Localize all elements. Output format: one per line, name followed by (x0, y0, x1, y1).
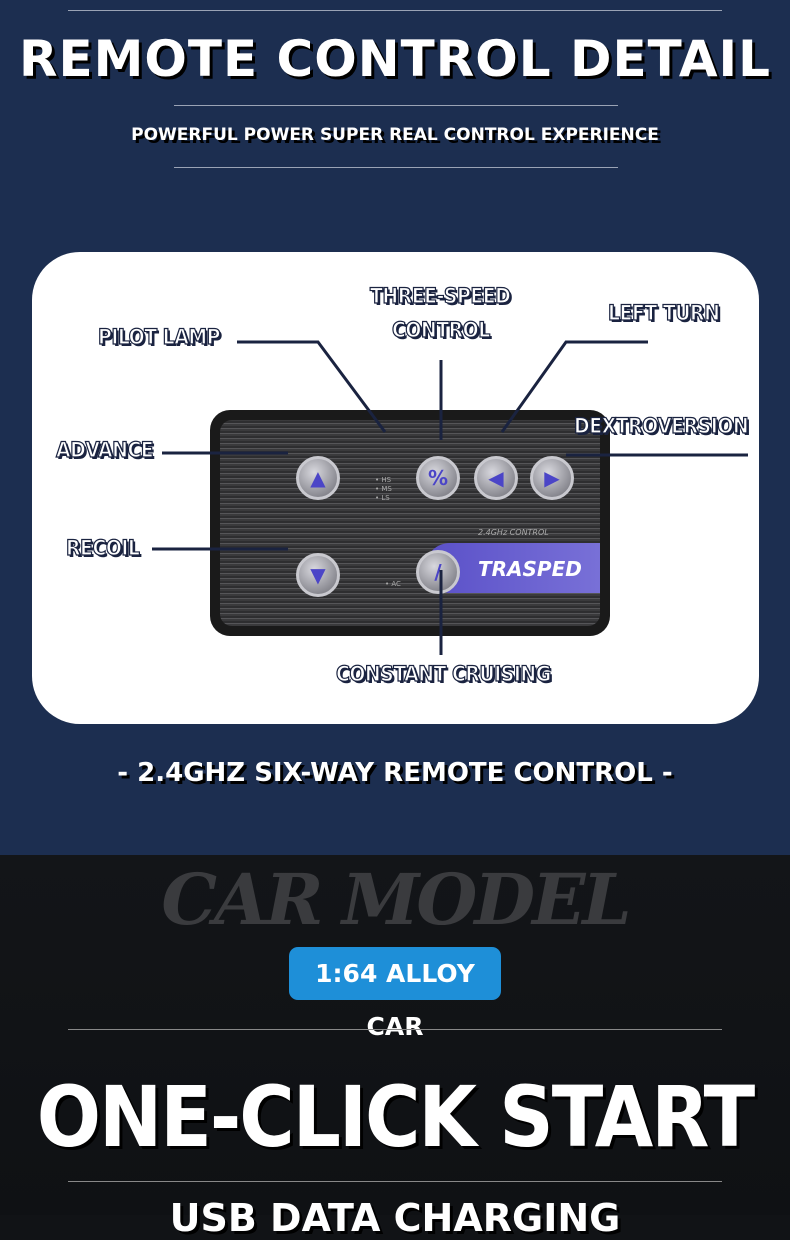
callout-three-speed: THREE-SPEED (369, 283, 511, 308)
speed-ms-indicator: • MS (375, 485, 392, 493)
alloy-car-badge: 1:64 ALLOY CAR (289, 947, 501, 1041)
callout-left-turn: LEFT TURN (607, 300, 720, 325)
caption: - 2.4GHZ SIX-WAY REMOTE CONTROL - (117, 758, 673, 788)
section-subtitle: POWERFUL POWER SUPER REAL CONTROL EXPERI… (131, 125, 659, 145)
brand-logo: TRASPED (478, 557, 582, 581)
right-turn-button: ▶ (530, 456, 574, 500)
callout-advance: ADVANCE (55, 437, 154, 462)
speed-ls-indicator: • LS (375, 494, 390, 502)
ghost-text-car-model: CAR MODEL (161, 858, 631, 941)
speed-button: % (416, 456, 460, 500)
pilot-lamp-line (237, 340, 387, 433)
ac-indicator: • AC (385, 580, 401, 588)
cruise-button: / (416, 550, 460, 594)
usb-charging-subtitle: USB DATA CHARGING (169, 1196, 621, 1240)
callout-pilot-lamp: PILOT LAMP (97, 324, 221, 349)
callout-dextroversion: DEXTROVERSION (573, 413, 749, 438)
frequency-label: 2.4GHz CONTROL (478, 528, 549, 537)
one-click-start-title: ONE-CLICK START (36, 1068, 755, 1166)
remote-control-image: ▲ ▼ % ◀ ▶ • HS • MS • LS • AC 2.4GHz CON… (210, 410, 610, 636)
divider (68, 1181, 722, 1182)
callout-three-speed-control: CONTROL (391, 317, 490, 342)
section-title: REMOTE CONTROL DETAIL (18, 30, 772, 88)
left-turn-button: ◀ (474, 456, 518, 500)
divider (68, 10, 722, 11)
recoil-button: ▼ (296, 553, 340, 597)
divider (68, 1029, 722, 1030)
callout-recoil: RECOIL (65, 535, 140, 560)
callout-constant-cruising: CONSTANT CRUISING (335, 661, 551, 686)
one-click-section (0, 855, 790, 1215)
divider (174, 167, 618, 168)
callout-lines (152, 340, 748, 655)
advance-button: ▲ (296, 456, 340, 500)
left-turn-line (500, 340, 648, 433)
divider (174, 105, 618, 106)
speed-hs-indicator: • HS (375, 476, 392, 484)
